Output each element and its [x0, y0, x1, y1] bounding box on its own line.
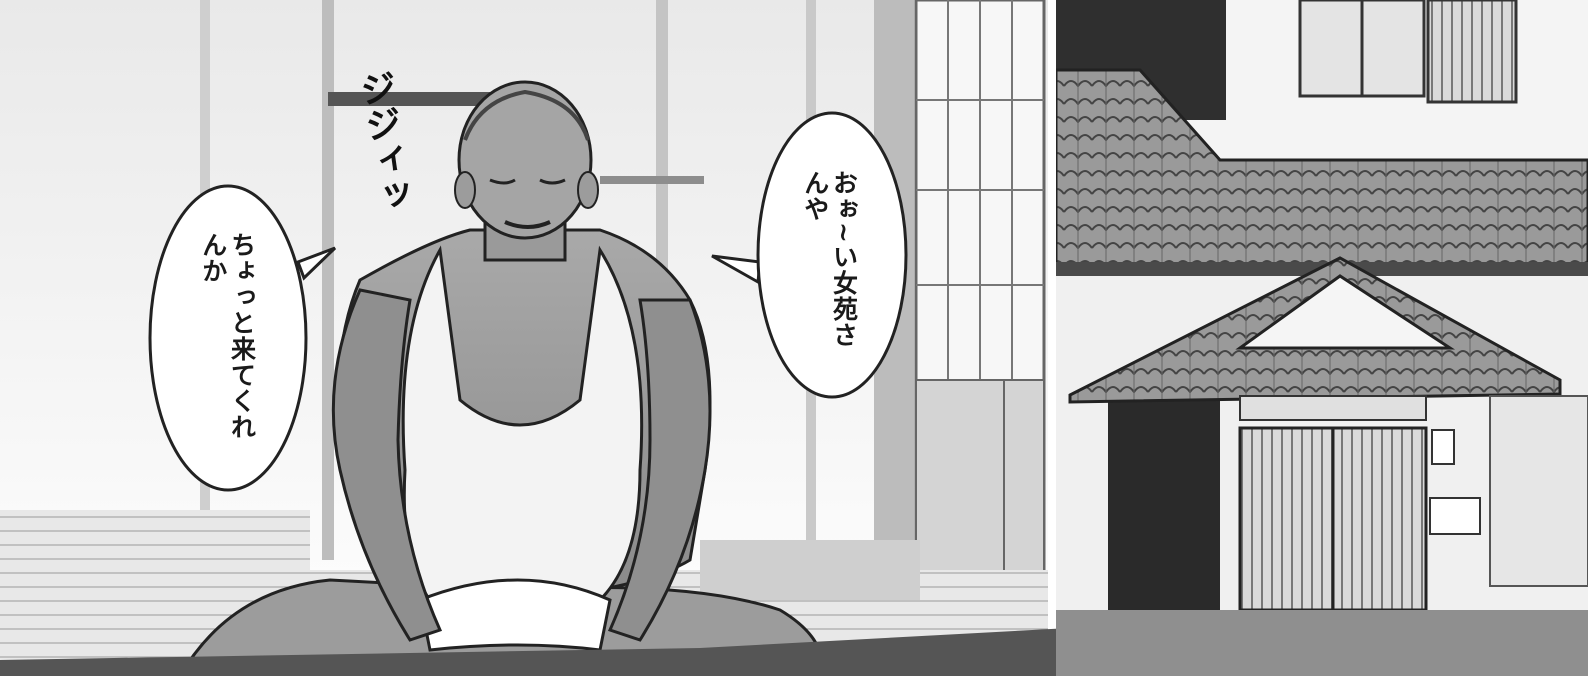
speech-bubble-left-text: ちょっと来てくれんか — [198, 232, 257, 440]
speech-bubble-right-shape — [711, 111, 908, 399]
right-panel — [1056, 0, 1588, 676]
left-panel — [0, 0, 1048, 676]
speech-bubble-left-shape — [148, 184, 337, 492]
man-figure — [177, 80, 824, 676]
speech-bubble-right-text: おぉ~い女苑さんや — [800, 170, 859, 348]
shoji-screen — [914, 0, 1046, 592]
